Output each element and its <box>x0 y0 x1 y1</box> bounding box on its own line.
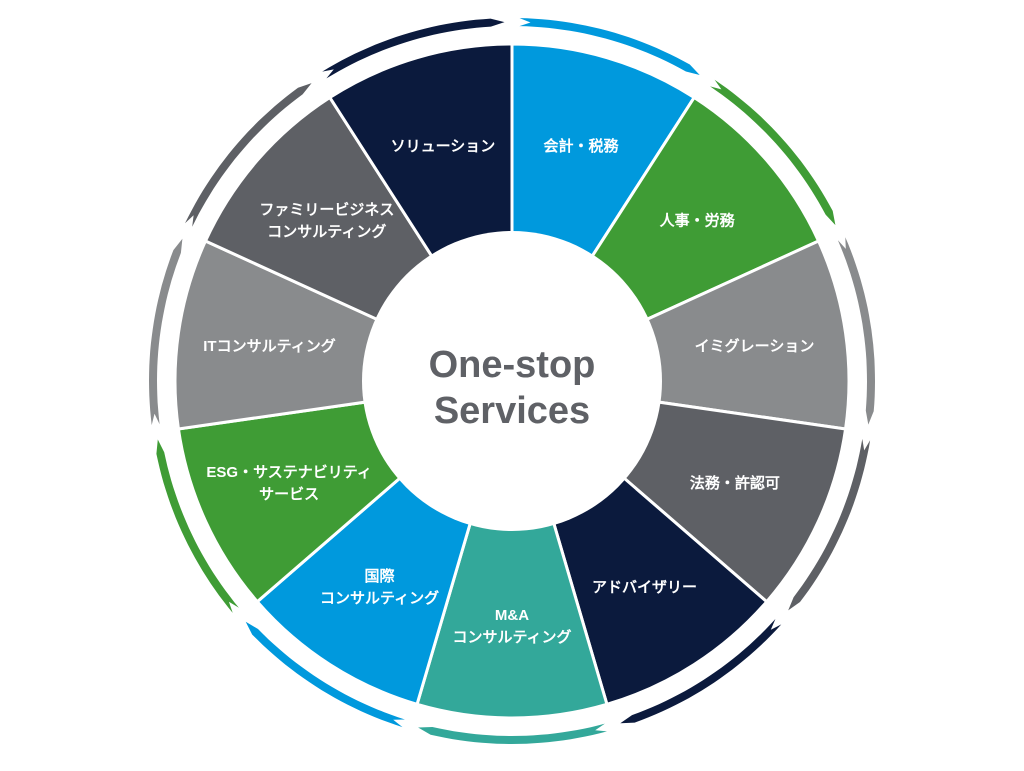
ring-arrow-2 <box>710 79 836 226</box>
segment-label: 人事・労務 <box>660 212 736 230</box>
segment-label: イミグレーション <box>695 337 815 355</box>
segment-label-line: ESG・サステナビリティ <box>206 464 371 481</box>
segment-label: ESG・サステナビリティサービス <box>206 464 371 503</box>
segment-label: ソリューション <box>391 138 496 155</box>
segment-label-line: コンサルティング <box>267 223 386 241</box>
segment-label: アドバイザリー <box>592 579 697 596</box>
ring-arrow-1 <box>519 18 700 76</box>
segment-label-line: ソリューション <box>391 138 496 155</box>
center-circle <box>362 231 662 531</box>
segment-label: ITコンサルティング <box>203 337 335 355</box>
ring-arrow-7 <box>245 621 405 728</box>
segment-label-line: 国際 <box>365 567 396 585</box>
segment-6 <box>415 375 609 720</box>
center-title-line1: One-stop <box>429 344 596 386</box>
segment-label-line: アドバイザリー <box>592 579 697 596</box>
segment-label-line: 人事・労務 <box>660 212 736 230</box>
segment-label-line: コンサルティング <box>320 589 439 607</box>
segment-label: ファミリービジネスコンサルティング <box>259 202 394 241</box>
segment-label-line: ITコンサルティング <box>203 337 335 355</box>
center-title-line2: Services <box>434 390 590 432</box>
ring-arrow-10 <box>185 83 312 227</box>
ring-arrow-4 <box>788 438 871 611</box>
segment-label: 国際コンサルティング <box>320 567 439 607</box>
outer-arrow-ring <box>149 18 875 744</box>
segment-label-line: ファミリービジネス <box>259 202 394 219</box>
ring-arrow-9 <box>149 238 183 426</box>
ring-arrow-8 <box>156 439 239 613</box>
segment-label: 会計・税務 <box>544 137 620 155</box>
segment-label: 法務・許認可 <box>690 474 780 492</box>
segment-label-line: サービス <box>259 486 319 503</box>
ring-arrow-3 <box>837 237 875 425</box>
segment-label-line: コンサルティング <box>452 628 571 646</box>
segment-label-line: M&A <box>495 607 529 624</box>
segment-label-line: 法務・許認可 <box>690 474 780 492</box>
segment-label-line: イミグレーション <box>695 337 815 355</box>
ring-arrow-11 <box>322 18 505 79</box>
segment-label: M&A コンサルティング <box>452 607 571 646</box>
segment-label-line: 会計・税務 <box>544 137 620 155</box>
ring-arrow-6 <box>418 723 607 744</box>
